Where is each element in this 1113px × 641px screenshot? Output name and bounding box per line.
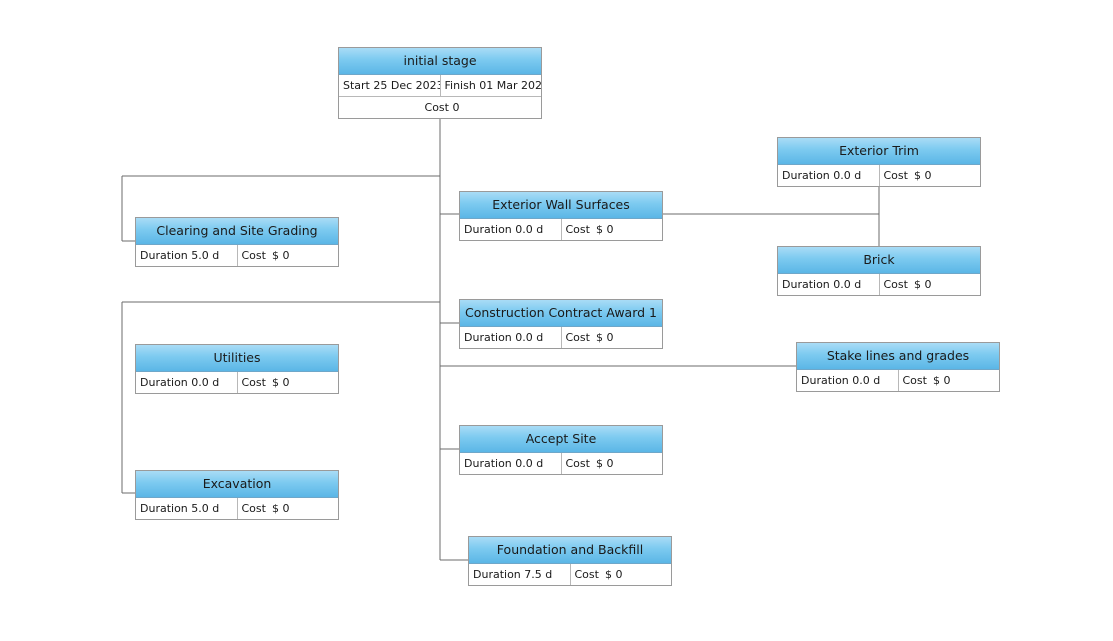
cost-value: $ 0	[913, 169, 932, 182]
node-foundation-and-backfill[interactable]: Foundation and Backfill Duration 7.5 d C…	[468, 536, 672, 586]
node-duration: Duration 5.0 d	[140, 502, 220, 515]
node-dates-row: Start 25 Dec 2023 Finish 01 Mar 2024	[339, 75, 541, 96]
node-title: Construction Contract Award 1	[460, 300, 662, 327]
cost-label: Cost	[902, 374, 927, 387]
node-title: Brick	[778, 247, 980, 274]
node-info-row: Duration 5.0 d Cost $ 0	[136, 498, 338, 519]
node-accept-site[interactable]: Accept Site Duration 0.0 d Cost $ 0	[459, 425, 663, 475]
node-info-row: Duration 0.0 d Cost $ 0	[460, 219, 662, 240]
node-info-row: Duration 0.0 d Cost $ 0	[797, 370, 999, 391]
cost-value: $ 0	[271, 376, 290, 389]
node-construction-contract-award-1[interactable]: Construction Contract Award 1 Duration 0…	[459, 299, 663, 349]
node-duration: Duration 0.0 d	[782, 278, 862, 291]
node-cost: Cost $ 0	[569, 564, 672, 585]
node-duration: Duration 0.0 d	[140, 376, 220, 389]
cost-value: $ 0	[595, 223, 614, 236]
node-title: Clearing and Site Grading	[136, 218, 338, 245]
node-duration: Duration 7.5 d	[473, 568, 553, 581]
node-excavation[interactable]: Excavation Duration 5.0 d Cost $ 0	[135, 470, 339, 520]
node-info-row: Duration 0.0 d Cost $ 0	[778, 274, 980, 295]
node-duration: Duration 0.0 d	[801, 374, 881, 387]
node-cost: Cost $ 0	[560, 327, 663, 348]
node-title: Foundation and Backfill	[469, 537, 671, 564]
node-utilities[interactable]: Utilities Duration 0.0 d Cost $ 0	[135, 344, 339, 394]
node-info-row: Duration 5.0 d Cost $ 0	[136, 245, 338, 266]
cost-label: Cost	[565, 457, 590, 470]
cost-value: $ 0	[271, 502, 290, 515]
cost-value: $ 0	[913, 278, 932, 291]
node-cost-row: Cost 0	[339, 96, 541, 118]
node-duration: Duration 5.0 d	[140, 249, 220, 262]
node-title: Utilities	[136, 345, 338, 372]
node-clearing-and-site-grading[interactable]: Clearing and Site Grading Duration 5.0 d…	[135, 217, 339, 267]
node-finish-date: Finish 01 Mar 2024	[439, 75, 541, 96]
cost-label: Cost	[574, 568, 599, 581]
node-cost: Cost $ 0	[878, 165, 981, 186]
node-duration: Duration 0.0 d	[464, 331, 544, 344]
node-stake-lines-and-grades[interactable]: Stake lines and grades Duration 0.0 d Co…	[796, 342, 1000, 392]
cost-label: Cost	[565, 331, 590, 344]
node-start-date: Start 25 Dec 2023	[343, 79, 440, 92]
node-cost: Cost $ 0	[560, 453, 663, 474]
node-title: Exterior Trim	[778, 138, 980, 165]
cost-label: Cost	[883, 169, 908, 182]
cost-value: $ 0	[271, 249, 290, 262]
node-cost: Cost $ 0	[897, 370, 1000, 391]
node-exterior-trim[interactable]: Exterior Trim Duration 0.0 d Cost $ 0	[777, 137, 981, 187]
node-info-row: Duration 0.0 d Cost $ 0	[460, 327, 662, 348]
node-title: Excavation	[136, 471, 338, 498]
node-cost: Cost $ 0	[236, 245, 339, 266]
node-duration: Duration 0.0 d	[782, 169, 862, 182]
cost-value: $ 0	[595, 331, 614, 344]
node-initial-stage[interactable]: initial stage Start 25 Dec 2023 Finish 0…	[338, 47, 542, 119]
cost-label: Cost	[241, 502, 266, 515]
node-exterior-wall-surfaces[interactable]: Exterior Wall Surfaces Duration 0.0 d Co…	[459, 191, 663, 241]
node-title: Stake lines and grades	[797, 343, 999, 370]
cost-label: Cost	[565, 223, 590, 236]
node-cost: Cost 0	[424, 101, 460, 114]
node-title: Accept Site	[460, 426, 662, 453]
cost-label: Cost	[883, 278, 908, 291]
node-cost: Cost $ 0	[878, 274, 981, 295]
cost-label: Cost	[241, 249, 266, 262]
node-title: Exterior Wall Surfaces	[460, 192, 662, 219]
node-duration: Duration 0.0 d	[464, 223, 544, 236]
node-info-row: Duration 0.0 d Cost $ 0	[136, 372, 338, 393]
cost-value: $ 0	[932, 374, 951, 387]
node-info-row: Duration 0.0 d Cost $ 0	[778, 165, 980, 186]
cost-value: $ 0	[595, 457, 614, 470]
cost-value: $ 0	[604, 568, 623, 581]
node-info-row: Duration 7.5 d Cost $ 0	[469, 564, 671, 585]
node-brick[interactable]: Brick Duration 0.0 d Cost $ 0	[777, 246, 981, 296]
cost-label: Cost	[241, 376, 266, 389]
node-cost: Cost $ 0	[560, 219, 663, 240]
node-duration: Duration 0.0 d	[464, 457, 544, 470]
node-info-row: Duration 0.0 d Cost $ 0	[460, 453, 662, 474]
node-cost: Cost $ 0	[236, 498, 339, 519]
node-title: initial stage	[339, 48, 541, 75]
node-cost: Cost $ 0	[236, 372, 339, 393]
